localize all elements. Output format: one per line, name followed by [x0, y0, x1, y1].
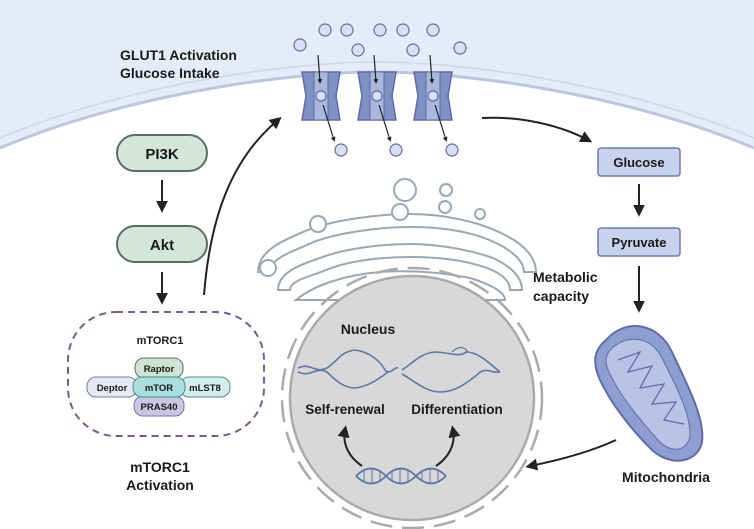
nucleus-label: Nucleus: [341, 321, 396, 337]
raptor-label: Raptor: [144, 364, 175, 375]
glut1-transporter-2: [357, 71, 397, 121]
mlst8-label: mLST8: [189, 383, 221, 394]
arrow-dna-differentiation: [435, 425, 461, 467]
glucose-node: Glucose: [597, 147, 681, 177]
nucleus: [280, 266, 544, 529]
mtorc1-activation-line1: mTORC1: [130, 459, 190, 475]
mitochondria-label: Mitochondria: [622, 469, 710, 485]
transport-arrows: [317, 54, 448, 142]
differentiation-label: Differentiation: [411, 402, 503, 417]
glut1-subtitle: Glucose Intake: [120, 65, 220, 81]
arrow-mtorc1-glut1: [203, 116, 282, 296]
glucose-molecules-inside: [334, 143, 459, 157]
metabolic-line1: Metabolic: [533, 269, 598, 285]
arrow-glut1-glucose: [481, 116, 593, 143]
chromatin-self-renewal: [297, 349, 399, 389]
pi3k-node: PI3K: [116, 134, 208, 172]
glut1-title: GLUT1 Activation: [120, 47, 237, 63]
akt-node: Akt: [116, 225, 208, 263]
metabolic-line2: capacity: [533, 288, 589, 304]
mtorc1-activation-line2: Activation: [126, 477, 194, 493]
mtorc1-complex-label: mTORC1: [137, 335, 184, 347]
mtor-label: mTOR: [145, 383, 173, 394]
arrow-dna-self-renewal: [337, 425, 363, 467]
chromatin-differentiation: [401, 346, 501, 393]
pi3k-label: PI3K: [145, 146, 179, 163]
dna-helix: [355, 467, 447, 485]
arrow-mitochondria-nucleus: [525, 439, 617, 471]
cell-membrane: [0, 0, 754, 148]
pyruvate-label: Pyruvate: [612, 235, 667, 250]
deptor-label: Deptor: [97, 383, 128, 394]
glucose-label: Glucose: [613, 155, 664, 170]
pras40-label: PRAS40: [141, 402, 178, 413]
glucose-molecules-outside: [293, 23, 467, 57]
glut1-transporter-1: [301, 71, 341, 121]
membrane-edge-outer: [0, 61, 754, 139]
mtorc1-complex: mTORC1 Raptor Deptor mLST8 PRAS40 mTOR: [67, 311, 265, 437]
mtor-subunit: [132, 376, 186, 398]
pyruvate-node: Pyruvate: [597, 227, 681, 257]
mitochondrion: [594, 325, 704, 462]
akt-label: Akt: [150, 237, 174, 254]
glut1-transporter-3: [413, 71, 453, 121]
self-renewal-label: Self-renewal: [305, 402, 385, 417]
